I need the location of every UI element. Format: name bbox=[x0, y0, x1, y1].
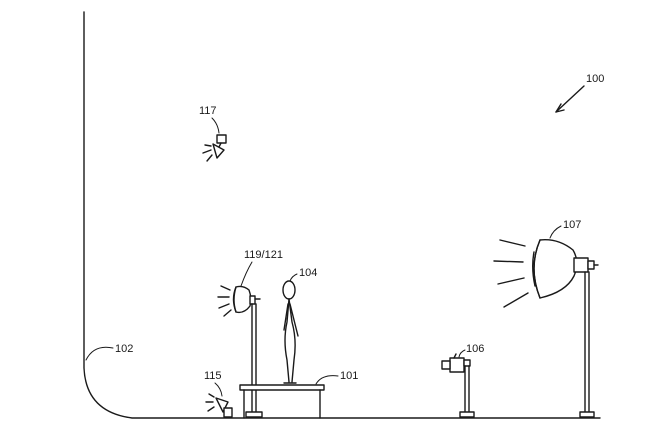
leader-104 bbox=[289, 273, 298, 282]
label-106: 106 bbox=[466, 343, 484, 355]
backdrop-wall bbox=[83, 11, 601, 419]
label-117: 117 bbox=[199, 105, 217, 117]
platform-101 bbox=[239, 384, 325, 419]
leader-101 bbox=[315, 375, 339, 385]
leader-115 bbox=[214, 382, 223, 397]
label-102: 102 bbox=[115, 343, 133, 355]
key-light-107 bbox=[493, 239, 599, 308]
camera-106 bbox=[441, 353, 471, 373]
leader-107 bbox=[549, 225, 562, 239]
side-light-stand bbox=[245, 303, 263, 418]
figure-arrow bbox=[555, 85, 585, 113]
camera-stand bbox=[459, 365, 475, 418]
overhead-light-117 bbox=[202, 134, 227, 162]
label-107: 107 bbox=[563, 219, 581, 231]
leader-102 bbox=[85, 346, 114, 361]
label-119-121: 119/121 bbox=[244, 249, 283, 261]
leader-117 bbox=[211, 117, 220, 134]
key-light-stand bbox=[579, 271, 595, 418]
floor-light-115 bbox=[205, 393, 233, 418]
label-104: 104 bbox=[299, 267, 317, 279]
leader-106 bbox=[458, 349, 466, 358]
label-100: 100 bbox=[586, 73, 604, 85]
subject-104 bbox=[282, 280, 299, 384]
side-light-119-121 bbox=[217, 285, 261, 317]
leader-119-121 bbox=[240, 261, 253, 287]
label-101: 101 bbox=[340, 370, 358, 382]
label-115: 115 bbox=[204, 370, 222, 382]
